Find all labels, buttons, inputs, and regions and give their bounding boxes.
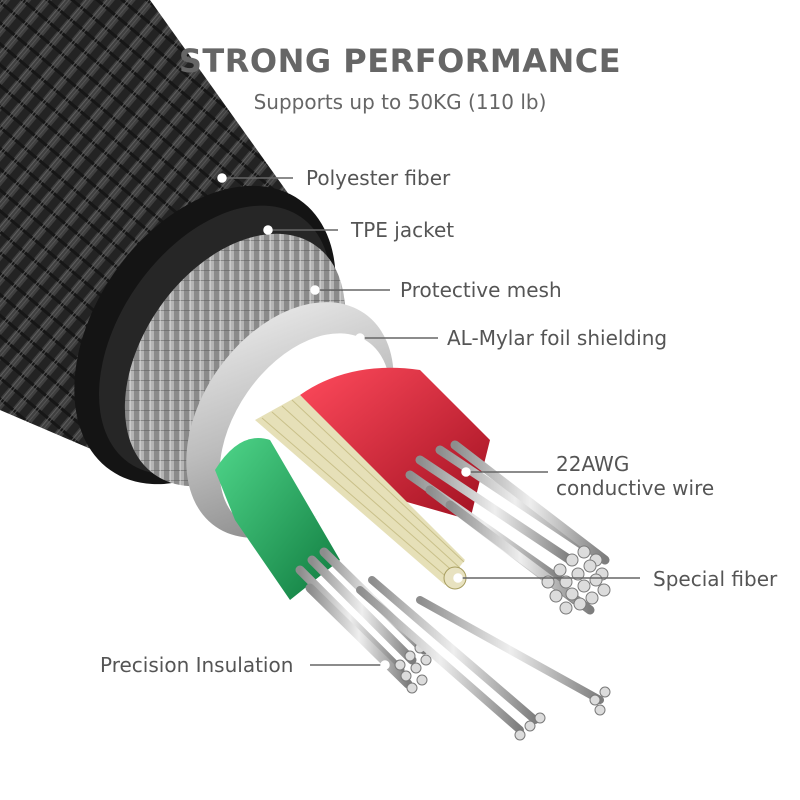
label-foil-shielding: AL-Mylar foil shielding	[447, 326, 668, 350]
bare-strands	[356, 576, 611, 741]
label-precision-insulation: Precision Insulation	[100, 653, 294, 677]
label-special-fiber: Special fiber	[653, 567, 778, 591]
label-tpe-jacket: TPE jacket	[351, 218, 455, 242]
page-subtitle: Supports up to 50KG (110 lb)	[253, 90, 547, 114]
label-protective-mesh: Protective mesh	[400, 278, 562, 302]
red-conductor	[300, 367, 611, 615]
callout-leaders	[217, 173, 640, 670]
label-conductive-wire: 22AWG conductive wire	[556, 452, 714, 500]
label-conductive-wire-line1: 22AWG	[556, 452, 630, 476]
page-title: STRONG PERFORMANCE	[178, 42, 622, 80]
label-polyester-fiber: Polyester fiber	[306, 166, 451, 190]
label-conductive-wire-line2: conductive wire	[556, 476, 715, 500]
